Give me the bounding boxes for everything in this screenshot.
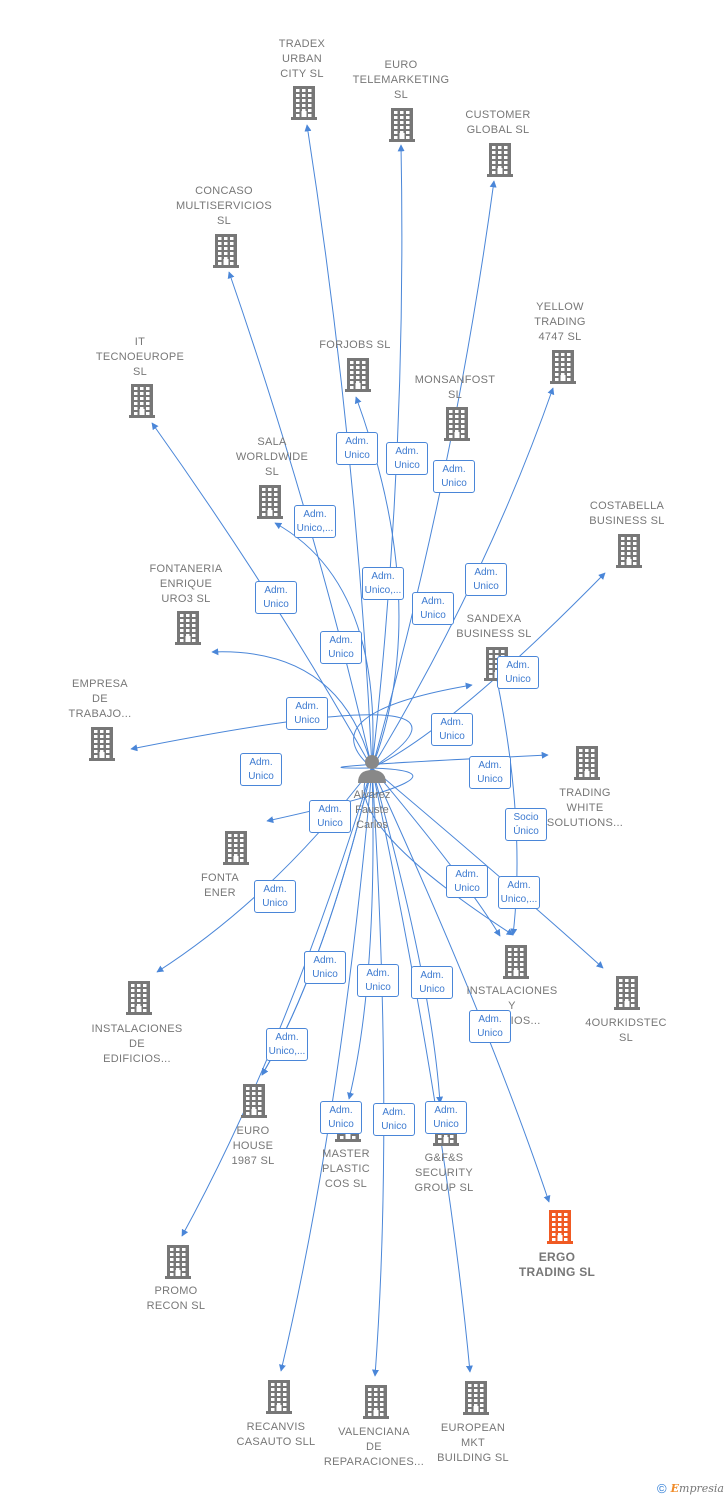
company-label-gfs[interactable]: G&F&S SECURITY GROUP SL — [414, 1152, 474, 1194]
edge-costabella — [371, 572, 606, 769]
building-icon-tradex[interactable] — [291, 86, 317, 120]
building-icon-fonta_ener[interactable] — [223, 831, 249, 865]
relation-label-yellow[interactable]: Adm. Unico — [465, 563, 507, 596]
center-person-name[interactable]: Alvarez Fauste Carlos — [353, 789, 391, 831]
company-label-sala[interactable]: SALA WORLDWIDE SL — [235, 436, 309, 478]
company-label-forjobs[interactable]: FORJOBS SL — [319, 339, 391, 351]
building-icon-customer[interactable] — [487, 143, 513, 177]
edge-gfs — [371, 767, 444, 1104]
company-label-instal_edif[interactable]: INSTALACIONES DE EDIFICIOS... — [91, 1023, 183, 1065]
relation-label-concaso[interactable]: Adm. Unico,... — [294, 505, 336, 538]
company-label-fonta_ener[interactable]: FONTA ENER — [201, 872, 239, 899]
edge-fontaneria — [211, 648, 373, 769]
relation-label-tradex[interactable]: Adm. Unico — [336, 432, 378, 465]
relation-label-ergo[interactable]: Adm. Unico — [469, 1010, 511, 1043]
building-icon-euro_tele[interactable] — [389, 108, 415, 142]
company-label-costabella[interactable]: COSTABELLA BUSINESS SL — [589, 500, 665, 527]
relation-label-sandexa[interactable]: Adm. Unico — [286, 697, 328, 730]
brand-logo: Empresia — [670, 1482, 724, 1495]
relation-label-sala[interactable]: Adm. Unico,... — [362, 567, 404, 600]
company-label-customer[interactable]: CUSTOMER GLOBAL SL — [465, 109, 531, 136]
footer-brand: © Empresia — [657, 1481, 724, 1496]
relation-label-it_tecno[interactable]: Adm. Unico — [255, 581, 297, 614]
edge-recanvis — [279, 767, 373, 1372]
edge-sandexa — [353, 682, 473, 769]
building-icon-monsanfost[interactable] — [444, 407, 470, 441]
relation-label-ourkids[interactable]: Adm. Unico,... — [498, 876, 540, 909]
relation-label-instal_edif[interactable]: Adm. Unico — [254, 880, 296, 913]
company-label-empresa[interactable]: EMPRESA DE TRABAJO... — [68, 678, 132, 720]
relation-label-forjobs[interactable]: Adm. Unico — [412, 592, 454, 625]
relation-label-fonta_ener[interactable]: Adm. Unico — [469, 756, 511, 789]
building-icon-costabella[interactable] — [616, 534, 642, 568]
relation-label-empresa[interactable]: Adm. Unico — [497, 656, 539, 689]
building-icon-ergo[interactable] — [547, 1210, 573, 1244]
edge-master — [347, 767, 374, 1100]
company-label-sandexa[interactable]: SANDEXA BUSINESS SL — [456, 613, 532, 640]
building-icon-forjobs[interactable] — [345, 358, 371, 392]
edge-sala — [274, 522, 374, 769]
edge-valenciana — [371, 767, 385, 1377]
building-icon-it_tecno[interactable] — [129, 384, 155, 418]
building-icon-empresa[interactable] — [89, 727, 115, 761]
edge-european — [371, 767, 473, 1373]
company-label-tradex[interactable]: TRADEX URBAN CITY SL — [278, 38, 326, 80]
building-icon-yellow[interactable] — [550, 350, 576, 384]
company-label-master[interactable]: MASTER PLASTIC COS SL — [322, 1148, 370, 1190]
building-icon-trading_white[interactable] — [574, 746, 600, 780]
relation-label-trading_white[interactable]: Adm. Unico — [240, 753, 282, 786]
relation-label-costabella[interactable]: Adm. Unico — [431, 713, 473, 746]
company-label-fontaneria[interactable]: FONTANERIA ENRIQUE URO3 SL — [149, 563, 223, 605]
building-icon-concaso[interactable] — [213, 234, 239, 268]
relation-label-fontaneria[interactable]: Adm. Unico — [320, 631, 362, 664]
company-label-yellow[interactable]: YELLOW TRADING 4747 SL — [534, 301, 586, 343]
company-label-it_tecno[interactable]: IT TECNOEUROPE SL — [95, 336, 185, 378]
company-label-instal_serv[interactable]: INSTALACIONES Y RVICIOS... — [466, 985, 558, 1027]
company-label-monsanfost[interactable]: MONSANFOST SL — [414, 374, 496, 401]
company-label-ergo[interactable]: ERGO TRADING SL — [518, 1250, 596, 1279]
edge-empresa — [130, 714, 413, 769]
relation-label-euro_house[interactable]: Adm. Unico — [304, 951, 346, 984]
building-icon-ourkids[interactable] — [614, 976, 640, 1010]
company-label-euro_house[interactable]: EURO HOUSE 1987 SL — [231, 1125, 275, 1167]
relation-label-valenciana[interactable]: Adm. Unico — [373, 1103, 415, 1136]
relation-label-master[interactable]: Adm. Unico — [357, 964, 399, 997]
company-label-european[interactable]: EUROPEAN MKT BUILDING SL — [437, 1422, 509, 1464]
relation-label-promo[interactable]: Adm. Unico,... — [266, 1028, 308, 1061]
building-icon-valenciana[interactable] — [363, 1385, 389, 1419]
copyright-symbol: © — [657, 1481, 667, 1496]
company-label-ourkids[interactable]: 4OURKIDSTEC SL — [585, 1017, 667, 1044]
relation-label-instal_serv[interactable]: Adm. Unico — [446, 865, 488, 898]
building-icon-sala[interactable] — [257, 485, 283, 519]
building-icon-fontaneria[interactable] — [175, 611, 201, 645]
relation-label-instal_serv[interactable]: Adm. Unico — [309, 800, 351, 833]
company-label-promo[interactable]: PROMO RECON SL — [146, 1285, 206, 1312]
building-icon-instal_edif[interactable] — [126, 981, 152, 1015]
building-icon-european[interactable] — [463, 1381, 489, 1415]
relation-label-gfs[interactable]: Adm. Unico — [411, 966, 453, 999]
building-icon-instal_serv[interactable] — [503, 945, 529, 979]
edge-promo — [181, 767, 373, 1237]
company-label-valenciana[interactable]: VALENCIANA DE REPARACIONES... — [323, 1426, 425, 1468]
relation-label-customer[interactable]: Adm. Unico — [433, 460, 475, 493]
person-icon[interactable] — [358, 755, 386, 783]
company-label-concaso[interactable]: CONCASO MULTISERVICIOS SL — [175, 185, 273, 227]
company-label-trading_white[interactable]: TRADING WHITE SOLUTIONS... — [546, 787, 624, 829]
building-icon-recanvis[interactable] — [266, 1380, 292, 1414]
building-icon-euro_house[interactable] — [241, 1084, 267, 1118]
relation-label-recanvis[interactable]: Adm. Unico — [320, 1101, 362, 1134]
relation-label-euro_tele[interactable]: Adm. Unico — [386, 442, 428, 475]
company-label-recanvis[interactable]: RECANVIS CASAUTO SLL — [236, 1421, 316, 1448]
company-label-euro_tele[interactable]: EURO TELEMARKETING SL — [352, 59, 450, 101]
edge-ergo — [371, 767, 551, 1203]
building-icon-promo[interactable] — [165, 1245, 191, 1279]
relation-label-instal_serv[interactable]: Socio Único — [505, 808, 547, 841]
relation-label-european[interactable]: Adm. Unico — [425, 1101, 467, 1134]
